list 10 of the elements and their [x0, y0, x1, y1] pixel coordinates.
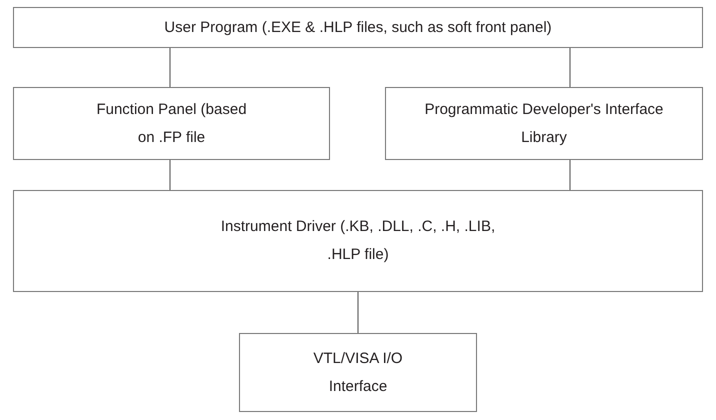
process-box [13, 7, 703, 48]
box-label: VTL/VISA I/O Interface [312, 348, 404, 396]
process-box [239, 333, 477, 412]
box-label: Instrument Driver (.KB, .DLL, .C, .H, .LIB, .HLP file) [220, 217, 496, 265]
process-box [13, 190, 703, 292]
box-label: Programmatic Developer's Interface Library [424, 100, 664, 148]
process-box [13, 87, 330, 160]
box-label: User Program (.EXE & .HLP files, such as soft front panel) [164, 18, 552, 38]
process-box [385, 87, 703, 160]
box-label: Function Panel (based on .FP file [95, 100, 248, 148]
